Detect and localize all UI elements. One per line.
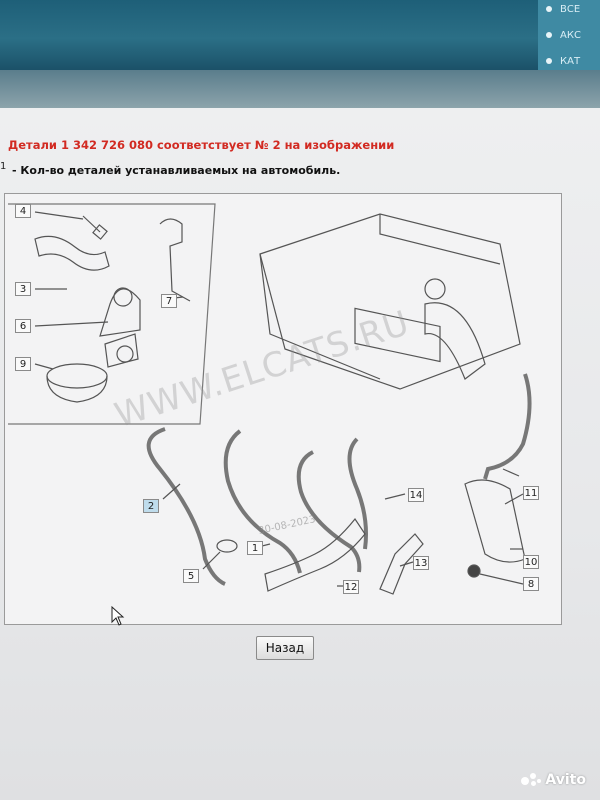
bullet-icon: [546, 32, 552, 38]
callout-9[interactable]: 9: [15, 357, 31, 371]
callout-7[interactable]: 7: [161, 294, 177, 308]
callout-11[interactable]: 11: [523, 486, 539, 500]
parts-diagram: 4 3 6 9 7 2 5 1 12 14 13 11 10 8: [4, 193, 562, 625]
bullet-icon: [546, 6, 552, 12]
qty-description: - Кол-во деталей устанавливаемых на авто…: [12, 164, 341, 177]
browser-top-strip: [0, 0, 600, 70]
part-3-clip: [34, 235, 110, 271]
qty-marker: 1: [0, 161, 7, 172]
callout-5[interactable]: 5: [183, 569, 199, 583]
hose-14: [347, 437, 368, 550]
pipe-assembly: [264, 517, 366, 592]
parts-page: Детали 1 342 726 080 соответствует № 2 н…: [0, 108, 600, 800]
callout-3[interactable]: 3: [15, 282, 31, 296]
part-9-cap: [46, 363, 108, 389]
callout-4[interactable]: 4: [15, 204, 31, 218]
back-button[interactable]: Назад: [256, 636, 314, 660]
part-5-clamp: [216, 539, 238, 553]
callout-6[interactable]: 6: [15, 319, 31, 333]
part-11-tube: [483, 373, 532, 480]
callout-8[interactable]: 8: [523, 577, 539, 591]
callout-14[interactable]: 14: [408, 488, 424, 502]
callout-12[interactable]: 12: [343, 580, 359, 594]
side-menu-item[interactable]: АКС: [546, 30, 581, 41]
part-6-bracket: [99, 288, 141, 337]
callout-2-selected[interactable]: 2: [143, 499, 159, 513]
part-13-bracket: [379, 533, 424, 595]
callout-10[interactable]: 10: [523, 555, 539, 569]
side-menu-item[interactable]: ВСЕ: [546, 4, 580, 15]
avito-logo-icon: [521, 773, 543, 787]
part-8-plug: [467, 564, 481, 578]
part-10-gasket: [464, 479, 526, 563]
part-7-hook: [159, 218, 191, 302]
side-menu-item[interactable]: КАТ: [546, 56, 580, 67]
inset-frame: [8, 203, 216, 425]
avito-watermark: Avito: [521, 772, 586, 788]
callout-13[interactable]: 13: [413, 556, 429, 570]
page-gap: [0, 70, 600, 110]
callout-1[interactable]: 1: [247, 541, 263, 555]
hose-1: [223, 429, 302, 574]
bullet-icon: [546, 58, 552, 64]
side-menu: ВСЕ АКС КАТ: [538, 0, 600, 82]
mouse-cursor-icon: [111, 606, 125, 626]
hose-2: [146, 427, 226, 586]
page-title: Детали 1 342 726 080 соответствует № 2 н…: [8, 138, 395, 152]
diagram-drawing: [8, 203, 532, 595]
hose-12: [296, 450, 362, 573]
avito-brand-text: Avito: [545, 772, 586, 788]
part-4-bolt: [82, 215, 101, 233]
